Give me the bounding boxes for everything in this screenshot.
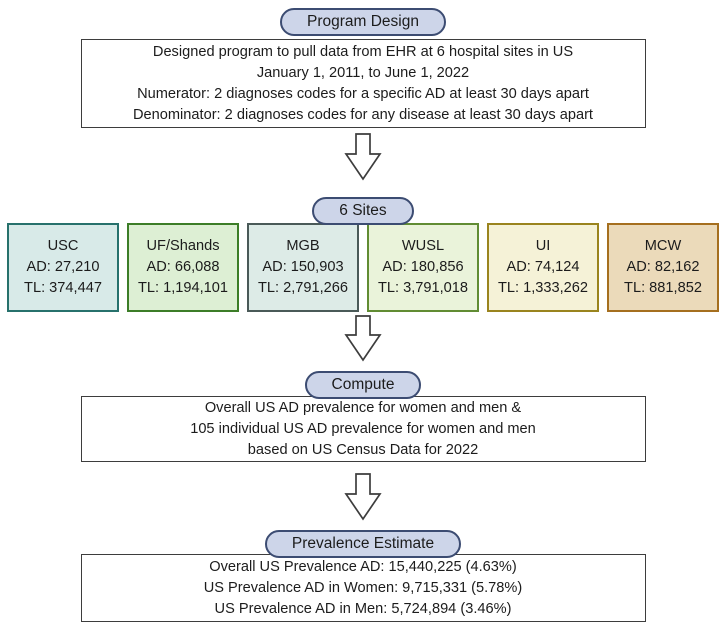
stage-pill-label: 6 Sites <box>339 202 387 219</box>
compute-box: Overall US AD prevalence for women and m… <box>80 396 646 462</box>
compute-line: Overall US AD prevalence for women and m… <box>204 399 522 416</box>
program-design-line: Denominator: 2 diagnoses codes for any d… <box>133 106 593 123</box>
program-design-line: Designed program to pull data from EHR a… <box>152 43 574 60</box>
sites-row: USC AD: 27,210 TL: 374,447 UF/Shands AD:… <box>7 223 719 312</box>
site-ad-count: AD: 82,162 <box>626 259 700 275</box>
site-tl-count: TL: 374,447 <box>24 280 102 296</box>
site-name: MGB <box>286 238 320 254</box>
site-tl-count: TL: 1,333,262 <box>497 280 589 296</box>
program-design-box: Designed program to pull data from EHR a… <box>80 39 646 128</box>
stage-pill-label: Compute <box>331 376 395 393</box>
site-name: UI <box>535 238 551 254</box>
stage-pill-prevalence-estimate: Prevalence Estimate <box>264 530 462 558</box>
site-box-ui: UI AD: 74,124 TL: 1,333,262 <box>487 223 599 312</box>
prevalence-line: US Prevalence AD in Women: 9,715,331 (5.… <box>203 579 523 596</box>
prevalence-line: Overall US Prevalence AD: 15,440,225 (4.… <box>209 558 517 575</box>
site-tl-count: TL: 881,852 <box>624 280 702 296</box>
program-design-line: January 1, 2011, to June 1, 2022 <box>256 64 470 81</box>
compute-line: based on US Census Data for 2022 <box>247 441 479 458</box>
site-ad-count: AD: 66,088 <box>146 259 220 275</box>
site-tl-count: TL: 3,791,018 <box>377 280 469 296</box>
site-name: MCW <box>644 238 682 254</box>
site-tl-count: TL: 2,791,266 <box>257 280 349 296</box>
site-name: WUSL <box>401 238 445 254</box>
site-ad-count: AD: 180,856 <box>382 259 464 275</box>
site-box-wusl: WUSL AD: 180,856 TL: 3,791,018 <box>367 223 479 312</box>
stage-pill-label: Program Design <box>307 13 419 30</box>
down-arrow-icon <box>344 473 382 521</box>
site-ad-count: AD: 27,210 <box>26 259 100 275</box>
site-box-uf-shands: UF/Shands AD: 66,088 TL: 1,194,101 <box>127 223 239 312</box>
stage-pill-label: Prevalence Estimate <box>291 535 435 552</box>
stage-pill-six-sites: 6 Sites <box>312 197 414 225</box>
stage-pill-compute: Compute <box>304 371 422 399</box>
down-arrow-icon <box>344 133 382 181</box>
prevalence-estimate-box: Overall US Prevalence AD: 15,440,225 (4.… <box>80 554 646 622</box>
site-name: UF/Shands <box>146 238 220 254</box>
site-ad-count: AD: 74,124 <box>506 259 580 275</box>
site-tl-count: TL: 1,194,101 <box>137 280 229 296</box>
prevalence-line: US Prevalence AD in Men: 5,724,894 (3.46… <box>214 600 512 617</box>
site-ad-count: AD: 150,903 <box>262 259 344 275</box>
program-design-line: Numerator: 2 diagnoses codes for a speci… <box>137 85 589 102</box>
site-box-usc: USC AD: 27,210 TL: 374,447 <box>7 223 119 312</box>
stage-pill-program-design: Program Design <box>280 8 446 36</box>
site-name: USC <box>47 238 79 254</box>
compute-line: 105 individual US AD prevalence for wome… <box>190 420 536 437</box>
site-box-mcw: MCW AD: 82,162 TL: 881,852 <box>607 223 719 312</box>
site-box-mgb: MGB AD: 150,903 TL: 2,791,266 <box>247 223 359 312</box>
down-arrow-icon <box>344 315 382 362</box>
